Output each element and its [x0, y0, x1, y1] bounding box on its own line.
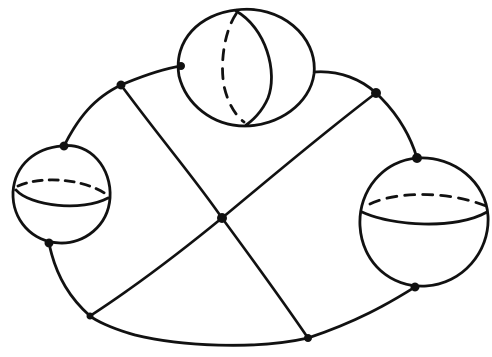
junction-dot-right-bottom — [411, 283, 420, 292]
junction-dot-top-sphere — [177, 62, 185, 70]
right-sphere — [360, 158, 488, 286]
top-sphere-outline — [178, 9, 314, 126]
junction-dot-left-top — [60, 142, 69, 151]
top-sphere — [178, 9, 314, 126]
junction-dot-left-bottom — [45, 239, 54, 248]
junction-dot-top-right — [371, 88, 381, 98]
junction-dot-center — [217, 213, 227, 223]
right-sphere-outline — [360, 158, 488, 286]
junction-dot-bottom — [304, 334, 312, 342]
junction-dot-bottom-left — [87, 313, 94, 320]
left-sphere — [13, 146, 110, 243]
left-sphere-outline — [13, 146, 110, 243]
junction-dot-top-left — [117, 81, 126, 90]
junction-dot-right-top — [412, 153, 422, 163]
